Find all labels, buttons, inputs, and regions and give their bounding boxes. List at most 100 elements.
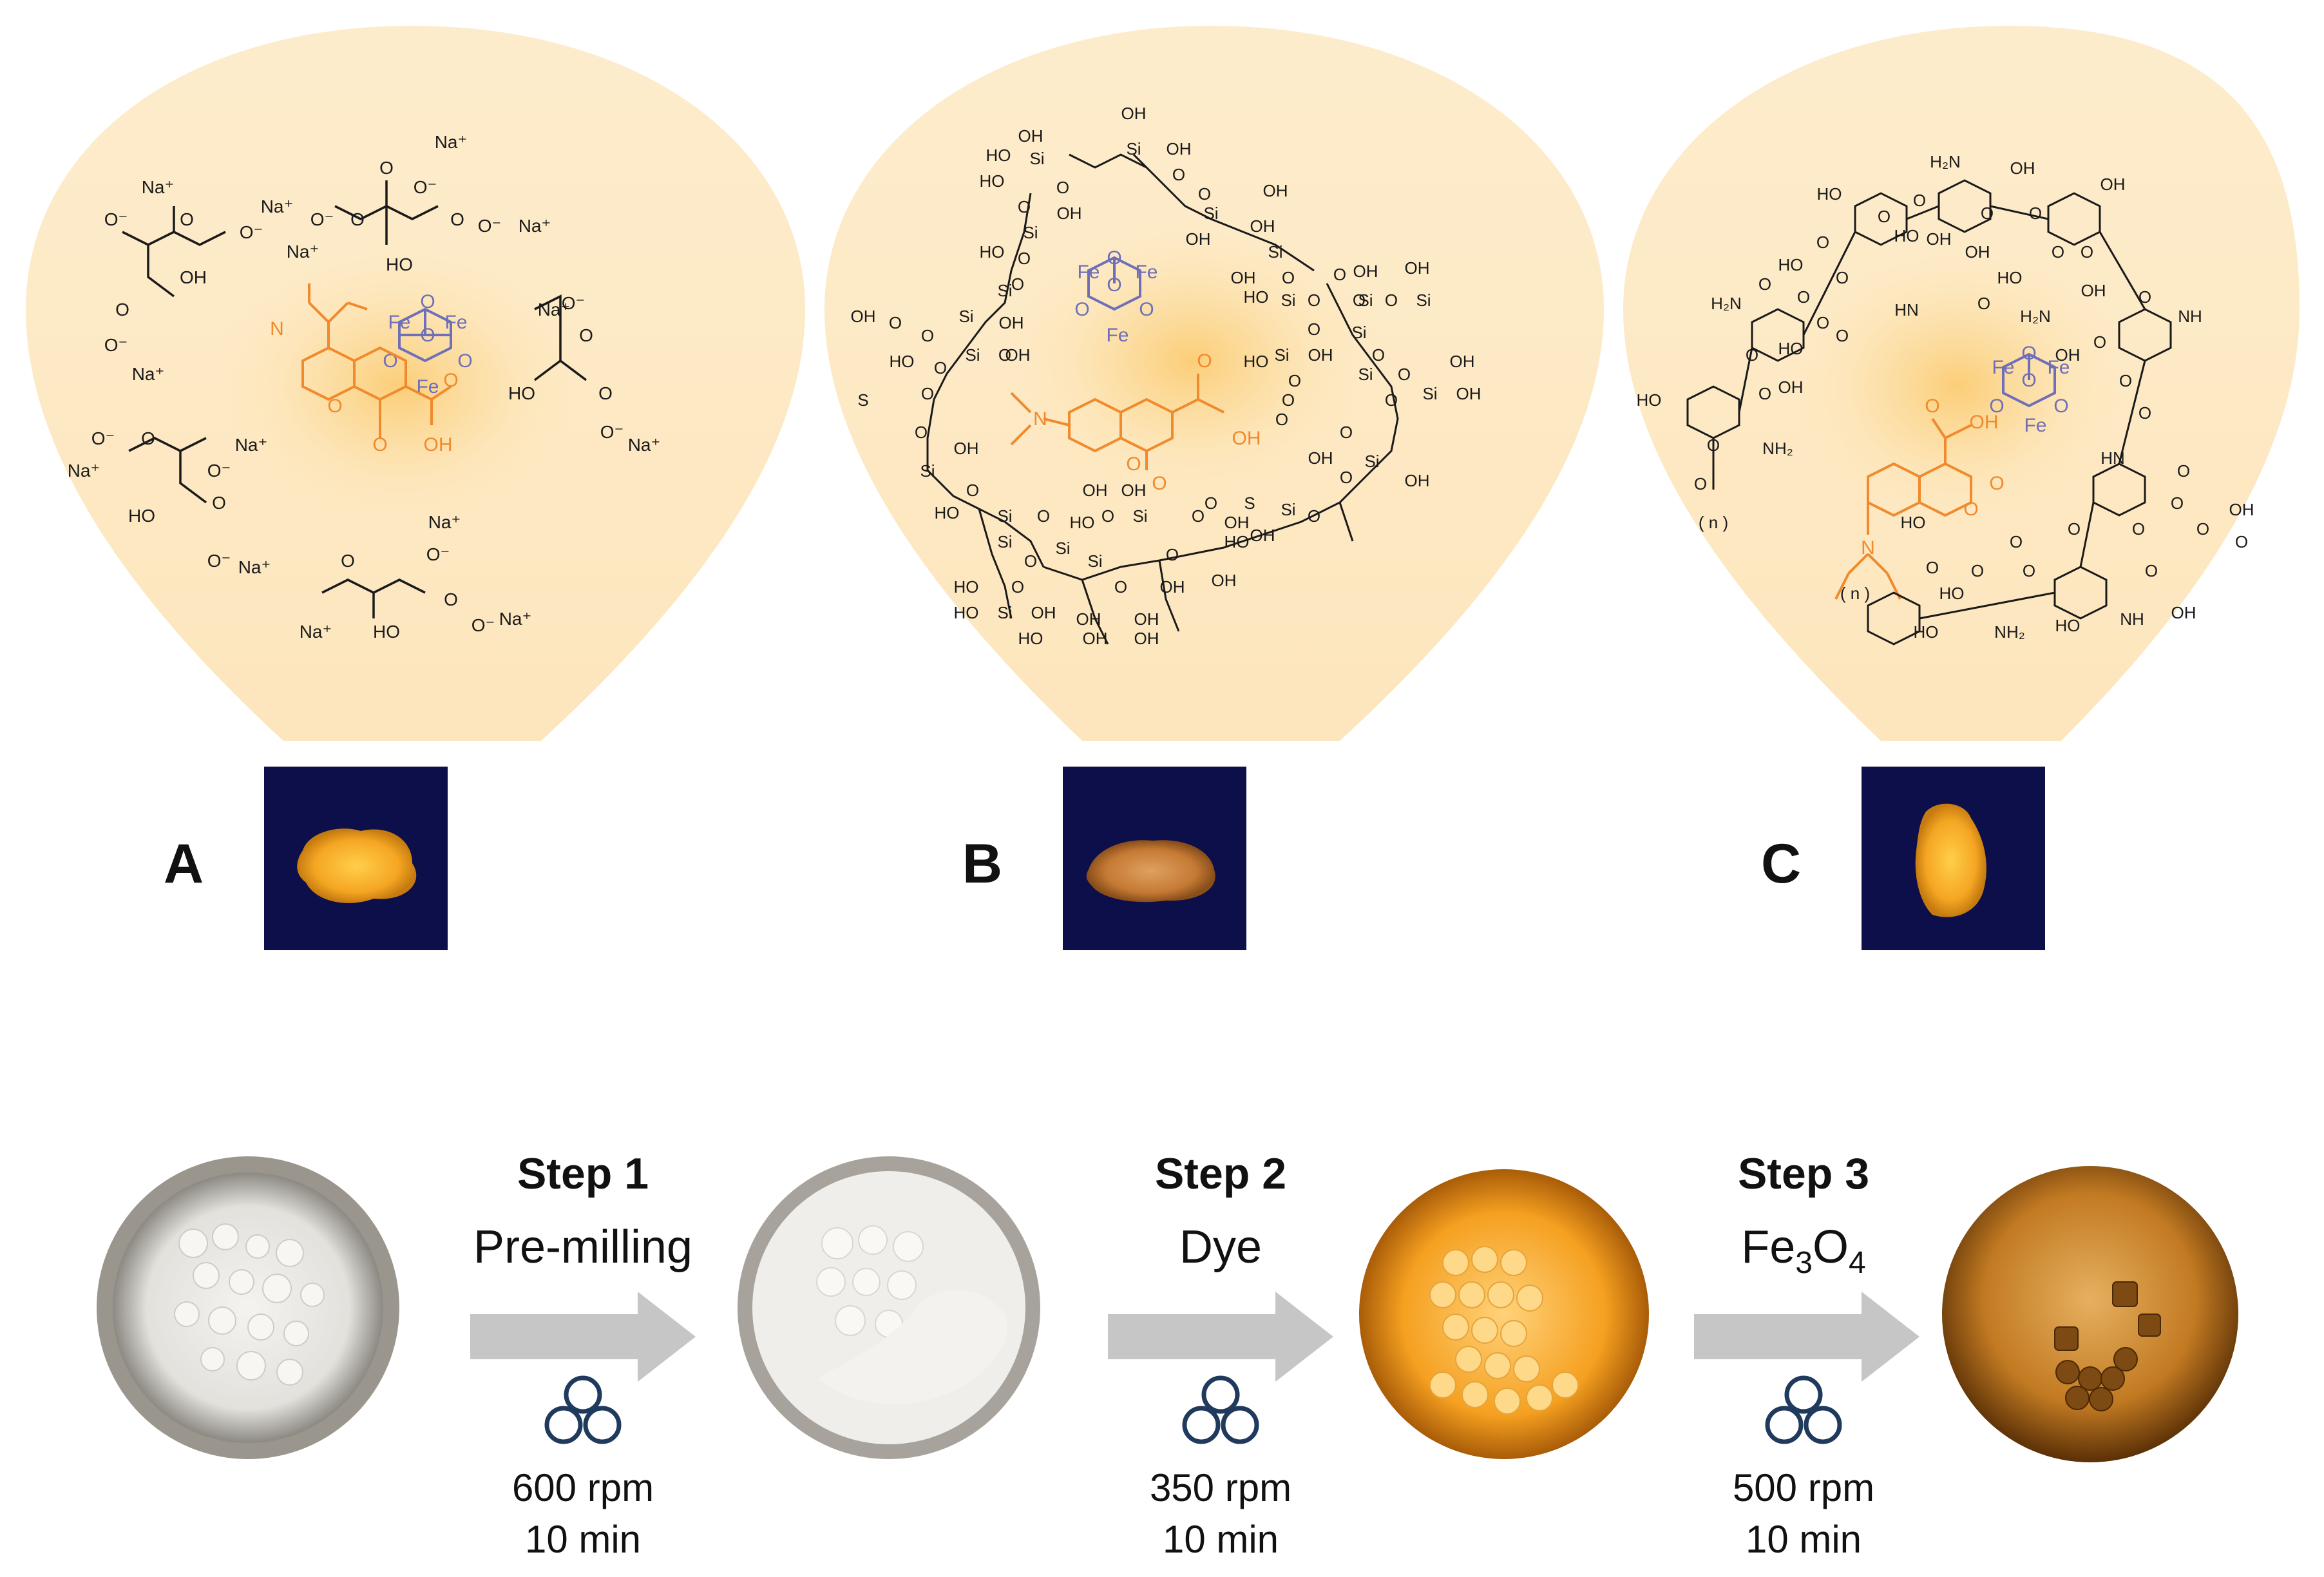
matrix-label: O	[2138, 287, 2151, 307]
matrix-label: OH	[2010, 158, 2035, 178]
panel-c-dye	[1834, 417, 1972, 600]
matrix-label: Si	[997, 506, 1012, 526]
matrix-label: O	[579, 325, 593, 345]
matrix-label: O	[1836, 268, 1849, 287]
matrix-label: O	[1385, 390, 1398, 410]
panel-c-iron-oxide-labels: Fe O Fe O O O Fe	[1989, 343, 2070, 436]
panel-c: Fe O Fe O O O Fe N O O O OH	[1623, 26, 2300, 950]
matrix-label: HO	[986, 146, 1011, 165]
matrix-label: Si	[1203, 204, 1218, 223]
matrix-label: O	[1758, 274, 1771, 294]
matrix-label: O	[1198, 184, 1211, 204]
matrix-label: HO	[1070, 513, 1095, 532]
fe-label: Fe	[2047, 357, 2070, 378]
matrix-label: O	[1913, 191, 1926, 210]
matrix-label: O	[1758, 384, 1771, 403]
step-2-arrow	[1108, 1292, 1333, 1382]
matrix-label: Si	[1358, 291, 1373, 310]
matrix-label: Na⁺	[300, 622, 332, 642]
matrix-label: HO	[1817, 184, 1842, 204]
o-subscript: 4	[1849, 1246, 1866, 1280]
matrix-label: OH	[1167, 139, 1192, 158]
o-label: O	[2053, 396, 2068, 417]
o-label: O	[372, 434, 387, 455]
o-label: O	[1989, 396, 2004, 417]
matrix-label: OH	[1778, 378, 1804, 397]
matrix-label: O	[1024, 551, 1037, 571]
panel-c-label: C	[1761, 833, 1801, 895]
matrix-label: HO	[1901, 513, 1926, 532]
matrix-label: O	[2029, 204, 2042, 223]
matrix-label: O⁻	[207, 551, 231, 571]
panel-b-iron-oxide	[1087, 256, 1141, 311]
matrix-label: Si	[1416, 291, 1431, 310]
matrix-label: Si	[1126, 139, 1141, 158]
matrix-label: OH	[1250, 216, 1275, 236]
matrix-label: HO	[1244, 287, 1269, 307]
o-label: O	[457, 350, 472, 372]
matrix-label: O	[1340, 423, 1353, 442]
o-label: O	[2021, 343, 2036, 364]
matrix-label: HN	[1894, 300, 1919, 320]
matrix-label: OH	[1018, 126, 1043, 146]
o-text: O	[1813, 1221, 1849, 1273]
matrix-label: O	[998, 345, 1011, 365]
matrix-label: O	[889, 313, 902, 332]
matrix-label: O	[350, 209, 365, 229]
matrix-label: O	[2145, 561, 2158, 580]
matrix-label: OH	[1308, 345, 1333, 365]
matrix-label: NH	[2120, 609, 2144, 629]
fe-label: Fe	[2024, 415, 2046, 436]
matrix-label: Na⁺	[628, 435, 661, 455]
matrix-label: O	[1056, 178, 1069, 197]
matrix-label: OH	[2171, 603, 2196, 622]
matrix-label: Si	[1281, 291, 1295, 310]
step-3-speed: 500 rpm	[1733, 1466, 1874, 1509]
matrix-label: O	[1282, 390, 1295, 410]
matrix-label: O	[444, 589, 458, 609]
matrix-label: HO	[954, 603, 979, 622]
matrix-label: OH	[1405, 471, 1430, 490]
matrix-label: O	[1797, 287, 1810, 307]
matrix-label: Si	[1055, 539, 1070, 558]
matrix-label: HO	[128, 506, 155, 526]
matrix-label: O	[1308, 291, 1320, 310]
milling-process: Step 1 Pre-milling 600 rpm 10 min Step 2…	[97, 1149, 2238, 1561]
fe-label: Fe	[1135, 262, 1157, 283]
panel-a-dye-labels: N O O O OH	[270, 318, 459, 455]
matrix-label: O	[1398, 365, 1411, 384]
matrix-label: HO	[980, 171, 1005, 191]
matrix-label: NH₂	[1762, 439, 1793, 458]
step-3-label: Step 3 Fe3O4	[1738, 1149, 1869, 1280]
matrix-label: OH	[2229, 500, 2254, 519]
matrix-label: O	[1018, 249, 1031, 268]
matrix-label: O	[1011, 577, 1024, 597]
matrix-label: O	[2177, 461, 2190, 481]
matrix-label: O⁻	[310, 209, 334, 229]
matrix-label: Si	[1268, 242, 1282, 262]
matrix-label: O	[2052, 242, 2064, 262]
o-label: O	[1139, 299, 1154, 320]
matrix-label: OH	[1353, 262, 1378, 281]
panel-a-glow	[206, 238, 593, 535]
oh-label: OH	[1970, 412, 1999, 433]
fe-label: Fe	[1077, 262, 1100, 283]
matrix-label: OH	[2055, 345, 2081, 365]
step-3-arrow	[1694, 1292, 1919, 1382]
step-1-arrow	[470, 1292, 696, 1382]
matrix-label: O	[180, 209, 194, 229]
matrix-label: O	[2138, 403, 2151, 423]
matrix-label: HO	[935, 503, 960, 522]
matrix-label: O⁻	[426, 544, 450, 564]
panel-b-powder	[1086, 840, 1215, 903]
matrix-label: Na⁺	[68, 461, 100, 481]
matrix-label: O	[1816, 233, 1829, 252]
oh-label: OH	[1232, 428, 1261, 449]
o-label: O	[327, 396, 342, 417]
o-label: O	[443, 370, 458, 391]
panel-a-iron-oxide	[398, 307, 452, 363]
panel-c-powder	[1915, 803, 1986, 917]
matrix-label: Si	[920, 461, 935, 481]
jar-empty-balls	[97, 1156, 399, 1459]
panel-c-glow	[1778, 238, 2138, 535]
